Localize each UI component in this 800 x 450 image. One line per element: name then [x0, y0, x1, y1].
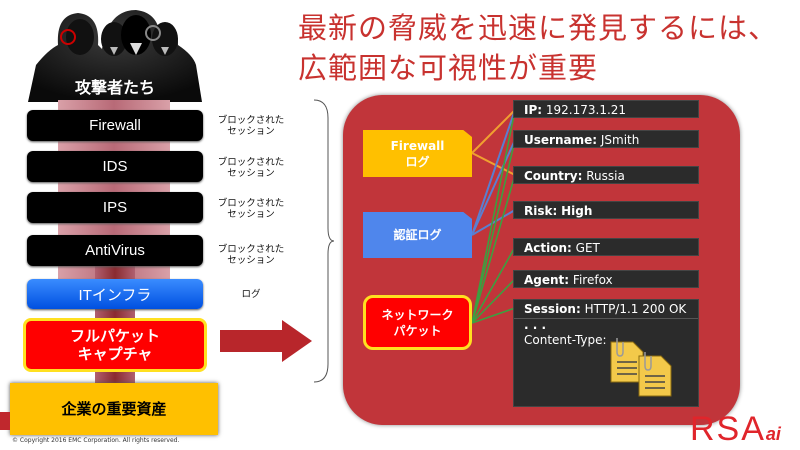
- field-value: 192.173.1.21: [545, 103, 627, 117]
- session-divider: [514, 318, 698, 319]
- brace-icon: [313, 99, 335, 383]
- field-value: GET: [575, 241, 600, 255]
- note-ids: ブロックされた セッション: [217, 157, 285, 179]
- layer-ips: IPS: [27, 192, 203, 223]
- arrow-right-icon: [220, 320, 312, 362]
- attachment-documents-icon: [610, 338, 672, 397]
- field-value: JSmith: [600, 133, 640, 147]
- field-key: IP:: [524, 103, 543, 117]
- field-action: Action: GET: [513, 238, 699, 256]
- field-key: Country:: [524, 169, 583, 183]
- attackers-image: [28, 5, 202, 102]
- field-value: HTTP/1.1 200 OK: [584, 302, 687, 316]
- field-agent: Agent: Firefox: [513, 270, 699, 288]
- slide-title: 最新の脅威を迅速に発見するには、 広範囲な可視性が重要: [298, 8, 778, 88]
- field-session: Session: HTTP/1.1 200 OK . . . Content-T…: [513, 299, 699, 407]
- field-key: Risk:: [524, 204, 558, 218]
- field-country: Country: Russia: [513, 166, 699, 184]
- firewall-log-box: Firewall ログ: [363, 130, 472, 177]
- field-username: Username: JSmith: [513, 130, 699, 148]
- field-key: Username:: [524, 133, 598, 147]
- field-value: Russia: [586, 169, 625, 183]
- field-value: Firefox: [572, 273, 613, 287]
- title-line-1: 最新の脅威を迅速に発見するには、: [298, 11, 779, 45]
- field-risk: Risk: High: [513, 201, 699, 219]
- field-ip: IP: 192.173.1.21: [513, 100, 699, 118]
- layer-firewall: Firewall: [27, 110, 203, 141]
- note-ips: ブロックされた セッション: [217, 198, 285, 220]
- copyright: © Copyright 2016 EMC Corporation. All ri…: [12, 437, 180, 444]
- full-packet-capture-box: フルパケット キャプチャ: [23, 318, 207, 372]
- session-dots: . . .: [524, 318, 547, 332]
- network-packet-box: ネットワーク パケット: [363, 295, 472, 350]
- auth-log-box: 認証ログ: [363, 212, 472, 258]
- note-it-infra: ログ: [241, 289, 261, 300]
- red-strip: [0, 412, 10, 430]
- title-line-2: 広範囲な可視性が重要: [298, 51, 599, 85]
- critical-assets-box: 企業の重要資産: [10, 383, 218, 435]
- layer-antivirus: AntiVirus: [27, 235, 203, 266]
- note-antivirus: ブロックされた セッション: [217, 244, 285, 266]
- logo-suffix: ai: [765, 424, 781, 444]
- field-key: Session:: [524, 302, 581, 316]
- layer-ids: IDS: [27, 151, 203, 182]
- field-value: High: [561, 204, 593, 218]
- layer-it-infra: ITインフラ: [27, 279, 203, 309]
- field-key: Agent:: [524, 273, 570, 287]
- logo-text: RSA: [690, 410, 766, 448]
- note-firewall: ブロックされた セッション: [217, 115, 285, 137]
- attackers-label: 攻撃者たち: [74, 78, 155, 97]
- content-type-label: Content-Type:: [524, 333, 607, 347]
- field-key: Action:: [524, 241, 572, 255]
- rsa-logo: RSAai: [690, 410, 781, 449]
